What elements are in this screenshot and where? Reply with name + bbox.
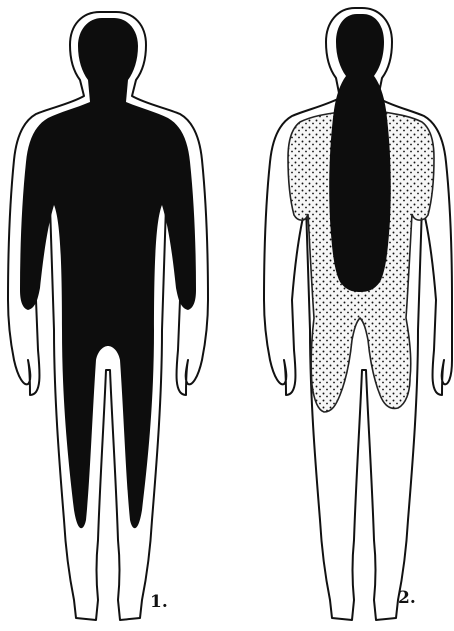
- panel-2-core-region: [329, 14, 391, 292]
- panel-2-label: 2.: [398, 588, 416, 608]
- panel-2-figure: 2.: [264, 8, 452, 620]
- panel-1-figure: 1.: [8, 12, 208, 620]
- panel-1-label: 1.: [150, 592, 168, 612]
- panel-1-core-region: [20, 18, 196, 528]
